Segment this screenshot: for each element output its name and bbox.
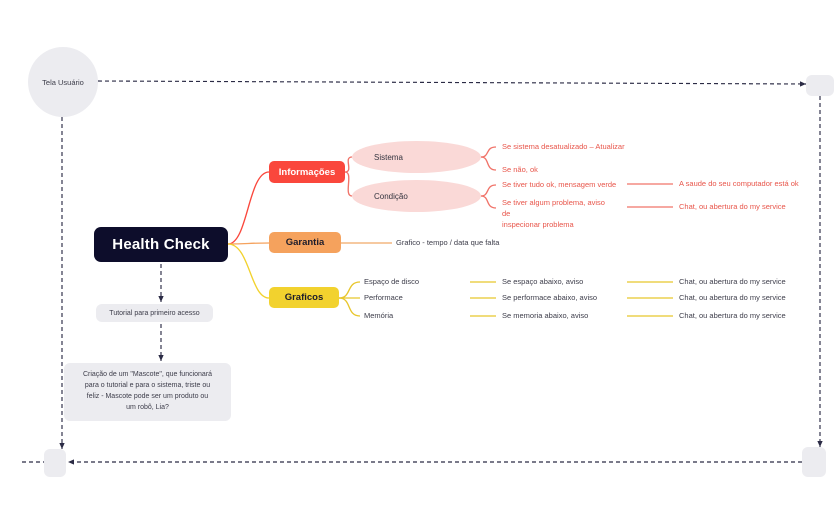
edge-root-graficos <box>227 243 270 299</box>
node-sistema-label: Sistema <box>374 152 403 162</box>
note-mascote-label: Criação de um "Mascote", que funcionará … <box>82 371 213 411</box>
leaf-performace[interactable]: Performace <box>364 293 403 302</box>
edge-root-informacoes <box>227 171 270 245</box>
leaf-se-espaco-abaixo[interactable]: Se espaço abaixo, aviso <box>502 277 584 286</box>
flow-tela-to-right <box>97 80 807 87</box>
node-graficos[interactable]: Graficos <box>269 287 339 308</box>
edge-sistema-leaf1 <box>480 146 497 158</box>
connector-pill-bottom-left[interactable] <box>44 449 66 477</box>
edge-informacoes-condicao <box>344 171 353 197</box>
leaf-condicao-tudo-ok[interactable]: Se tiver tudo ok, mensagem verde <box>502 180 617 189</box>
leaf-espaco-de-disco[interactable]: Espaço de disco <box>364 277 420 286</box>
node-condicao[interactable]: Condição <box>352 180 481 212</box>
edge-condicao-leaf1 <box>480 184 497 197</box>
node-tela-usuario[interactable]: Tela Usuário <box>28 47 98 117</box>
leaf-sistema-ok[interactable]: Se não, ok <box>502 165 538 174</box>
edge-root-garantia <box>227 242 270 245</box>
node-condicao-label: Condição <box>374 191 408 201</box>
edge-graficos-memoria <box>338 297 361 317</box>
leaf-sistema-desatualizado[interactable]: Se sistema desatualizado – Atualizar <box>502 142 625 151</box>
edge-sistema-leaf2 <box>480 156 497 171</box>
note-mascote[interactable]: Criação de um "Mascote", que funcionará … <box>64 363 231 421</box>
leaf-chat-my-service-3[interactable]: Chat, ou abertura do my service <box>679 311 786 320</box>
leaf-chat-my-service-1[interactable]: Chat, ou abertura do my service <box>679 277 786 286</box>
node-graficos-label: Graficos <box>284 292 324 303</box>
note-tutorial-label: Tutorial para primeiro acesso <box>109 309 200 317</box>
note-tutorial[interactable]: Tutorial para primeiro acesso <box>96 304 213 322</box>
node-health-check-label: Health Check <box>112 236 210 253</box>
leaf-memoria[interactable]: Memória <box>364 311 394 320</box>
leaf-chat-my-service-2[interactable]: Chat, ou abertura do my service <box>679 293 786 302</box>
edge-informacoes-sistema <box>344 156 353 173</box>
node-garantia-label: Garantia <box>285 237 325 248</box>
leaf-condicao-problema[interactable]: Se tiver algum problema, aviso de inspec… <box>502 198 605 229</box>
leaf-chat-my-service-red[interactable]: Chat, ou abertura do my service <box>679 202 786 211</box>
edge-condicao-leaf2 <box>480 195 497 209</box>
node-sistema[interactable]: Sistema <box>352 141 481 173</box>
leaf-garantia-grafico[interactable]: Grafico - tempo / data que falta <box>396 238 500 247</box>
node-informacoes[interactable]: Informações <box>269 161 345 183</box>
node-garantia[interactable]: Garantia <box>269 232 341 253</box>
leaf-saude-ok[interactable]: A saude do seu computador está ok <box>679 179 799 188</box>
leaf-se-performace-abaixo[interactable]: Se performace abaixo, aviso <box>502 293 598 302</box>
node-health-check[interactable]: Health Check <box>94 227 228 262</box>
node-tela-usuario-label: Tela Usuário <box>42 77 84 87</box>
connector-pill-bottom-right[interactable] <box>802 447 826 477</box>
leaf-se-memoria-abaixo[interactable]: Se memoria abaixo, aviso <box>502 311 589 320</box>
node-informacoes-label: Informações <box>278 166 336 178</box>
connector-pill-top-right[interactable] <box>806 75 834 96</box>
edge-graficos-disco <box>338 281 361 299</box>
